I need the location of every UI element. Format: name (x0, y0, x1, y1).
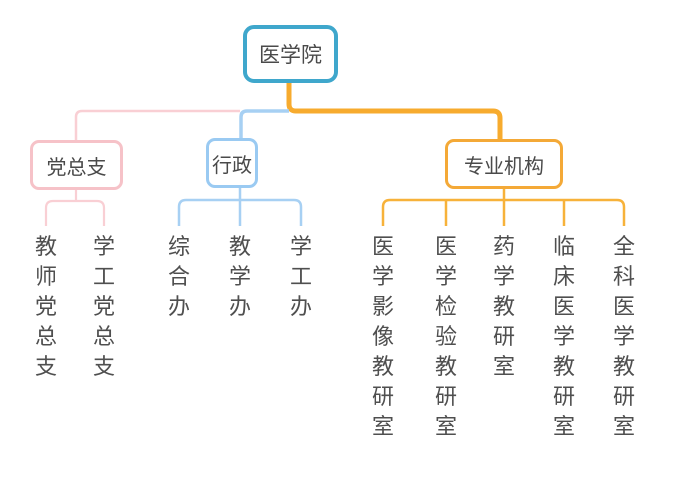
leaf-general-office[interactable]: 综合办 (167, 235, 191, 320)
connector-root-to-orange-branch (286, 83, 503, 139)
leaf-student-affairs-office[interactable]: 学工办 (289, 235, 313, 320)
node-professional-orgs-label: 专业机构 (464, 153, 544, 178)
leaf-medical-lab-dept[interactable]: 医学检验教研室 (434, 235, 458, 440)
connector-orange-fork (381, 189, 626, 226)
node-party-branch[interactable]: 党总支 (30, 140, 123, 190)
connector-pink-fork (44, 190, 106, 226)
connector-blue-fork (177, 188, 303, 226)
leaf-medical-imaging-dept[interactable]: 医学影像教研室 (371, 235, 395, 440)
node-administration-label: 行政 (212, 152, 252, 177)
node-root[interactable]: 医学院 (243, 25, 338, 83)
leaf-teacher-party-branch[interactable]: 教师党总支 (34, 235, 58, 380)
connector-rail-to-blue-branch (239, 109, 289, 138)
node-root-label: 医学院 (259, 43, 322, 67)
leaf-teaching-office[interactable]: 教学办 (228, 235, 252, 320)
node-administration[interactable]: 行政 (206, 138, 258, 188)
leaf-student-party-branch[interactable]: 学工党总支 (92, 235, 116, 380)
leaf-clinical-medicine-dept[interactable]: 临床医学教研室 (552, 235, 576, 440)
leaf-pharmacy-dept[interactable]: 药学教研室 (492, 235, 516, 380)
leaf-general-medicine-dept[interactable]: 全科医学教研室 (612, 235, 636, 440)
connector-rail-to-pink-branch (74, 109, 240, 140)
node-professional-orgs[interactable]: 专业机构 (445, 139, 563, 189)
node-party-branch-label: 党总支 (46, 154, 107, 179)
